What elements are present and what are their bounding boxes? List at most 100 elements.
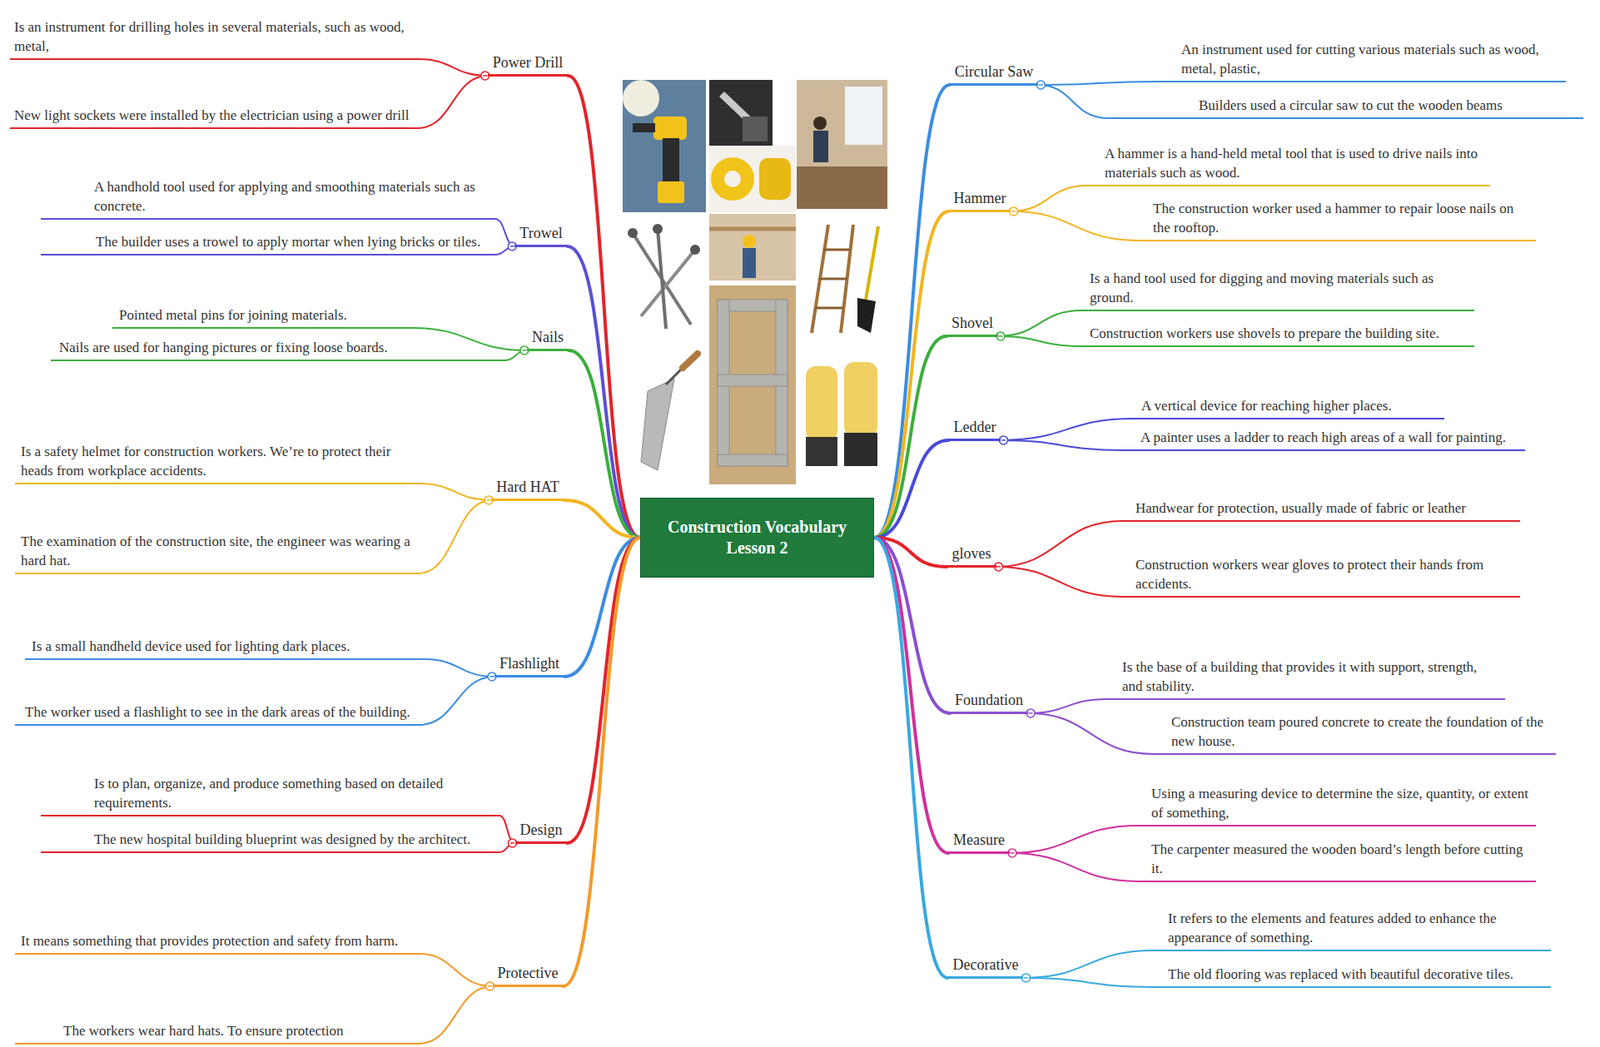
definition-note: It means something that provides protect…: [14, 932, 419, 955]
definition-note: Pointed metal pins for joining materials…: [112, 306, 413, 329]
node-text: A painter uses a ladder to reach high ar…: [1140, 428, 1521, 448]
node-text: Hard HAT: [496, 477, 559, 497]
branch-connector: [418, 500, 492, 574]
branch-connector: [1010, 211, 1138, 241]
foundation-photo: [709, 285, 796, 485]
branch-connector: [1000, 418, 1133, 441]
node-text: Is a hand tool used for digging and movi…: [1089, 269, 1470, 309]
definition-note: Construction workers wear gloves to prot…: [1122, 556, 1521, 598]
node-text: Construction workers use shovels to prep…: [1089, 324, 1470, 344]
node-text: Shovel: [951, 313, 994, 333]
branch-topic: Protective: [492, 963, 564, 988]
node-text: Using a measuring device to determine th…: [1151, 785, 1531, 824]
branch-connector: [996, 566, 1123, 597]
branch-connector: [1009, 853, 1138, 882]
branch-topic: Shovel: [946, 313, 999, 338]
node-text: Is the base of a building that provides …: [1122, 658, 1501, 697]
branch-connector: [1023, 950, 1153, 979]
branch-topic: Trowel: [514, 223, 567, 248]
branch-connector: [1028, 699, 1108, 714]
branch-connector: [567, 537, 641, 844]
definition-note: The examination of the construction site…: [14, 532, 419, 575]
branch-topic: Design: [515, 820, 568, 845]
branch-topic: Power Drill: [487, 53, 569, 77]
ladder-shovel-photo: [796, 213, 888, 343]
node-text: Power Drill: [492, 53, 564, 73]
definition-note: Is a safety helmet for construction work…: [14, 442, 419, 485]
definition-note: A painter uses a ladder to reach high ar…: [1122, 428, 1526, 452]
definition-note: Construction workers use shovels to prep…: [1081, 324, 1475, 348]
node-text: A hammer is a hand-held metal tool that …: [1104, 144, 1486, 184]
node-text: Nails: [531, 327, 564, 348]
branch-connector: [998, 310, 1082, 337]
definition-note: Is a small handheld device used for ligh…: [24, 637, 425, 661]
branch-connector: [424, 659, 495, 677]
branch-topic: Decorative: [948, 955, 1024, 979]
definition-note: A handhold tool used for applying and sm…: [40, 178, 496, 220]
branch-topic: Circular Saw: [949, 62, 1039, 86]
node-text: A vertical device for reaching higher pl…: [1141, 397, 1440, 417]
node-text: Pointed metal pins for joining materials…: [119, 306, 408, 326]
definition-note: The worker used a flashlight to see in t…: [14, 703, 419, 726]
definition-note: Construction team poured concrete to cre…: [1152, 713, 1556, 756]
branch-connector: [568, 350, 641, 538]
node-text: Ledder: [954, 417, 997, 438]
node-text: New light sockets were installed by the …: [14, 106, 413, 126]
node-text: Circular Saw: [954, 62, 1034, 82]
definition-note: Is an instrument for drilling holes in s…: [9, 18, 418, 60]
node-text: Nails are used for hanging pictures or f…: [59, 338, 500, 358]
node-text: Construction workers wear gloves to prot…: [1135, 556, 1516, 595]
branch-connector: [412, 327, 527, 351]
definition-note: The carpenter measured the wooden board’…: [1137, 840, 1536, 883]
branch-topic: Foundation: [949, 690, 1029, 715]
definition-note: An instrument used for cutting various m…: [1157, 40, 1566, 83]
branch-connector: [418, 986, 493, 1044]
tape-photo: [709, 145, 796, 213]
branch-connector: [874, 211, 950, 538]
branch-connector: [418, 954, 493, 987]
branch-connector: [567, 246, 641, 538]
node-text: Foundation: [954, 690, 1024, 711]
node-text: Is to plan, organize, and produce someth…: [94, 775, 495, 814]
node-text: The examination of the construction site…: [20, 532, 414, 572]
branch-connector: [874, 537, 949, 854]
branch-connector: [1023, 978, 1153, 988]
branch-connector: [417, 59, 488, 76]
branch-connector: [1000, 440, 1123, 451]
definition-note: The new hospital building blueprint was …: [40, 830, 500, 854]
node-text: Hammer: [954, 188, 1007, 209]
definition-note: Is to plan, organize, and produce someth…: [40, 775, 500, 817]
branch-topic: gloves: [947, 544, 997, 568]
definition-note: Handwear for protection, usually made of…: [1122, 499, 1521, 522]
drill-bit-photo: [709, 79, 773, 146]
branch-topic: Ledder: [949, 417, 1002, 442]
definition-note: New light sockets were installed by the …: [9, 106, 418, 130]
node-text: It means something that provides protect…: [20, 932, 414, 952]
branch-topic: Flashlight: [494, 654, 565, 678]
branch-connector: [874, 537, 950, 714]
branch-connector: [1038, 84, 1108, 119]
definition-note: Using a measuring device to determine th…: [1137, 785, 1536, 827]
node-text: Flashlight: [499, 654, 560, 674]
definition-note: A hammer is a hand-held metal tool that …: [1086, 144, 1491, 187]
node-text: The worker used a flashlight to see in t…: [24, 703, 414, 723]
power-drill-photo: [622, 79, 706, 213]
node-text: The old flooring was replaced with beaut…: [1167, 965, 1546, 985]
node-text: gloves: [952, 544, 992, 564]
branch-connector: [996, 521, 1123, 567]
branch-connector: [874, 440, 950, 538]
worker-photo: [709, 213, 796, 281]
branch-connector: [418, 483, 492, 501]
node-text: The carpenter measured the wooden board’…: [1151, 840, 1531, 880]
definition-note: A vertical device for reaching higher pl…: [1132, 397, 1445, 420]
node-text: Decorative: [953, 955, 1019, 975]
node-text: The builder uses a trowel to apply morta…: [95, 233, 491, 253]
definition-note: The builder uses a trowel to apply morta…: [40, 233, 496, 256]
node-text: Is a small handheld device used for ligh…: [31, 637, 420, 657]
definition-note: The construction worker used a hammer to…: [1137, 199, 1536, 242]
branch-topic: Hammer: [949, 188, 1012, 213]
definition-note: Nails are used for hanging pictures or f…: [50, 338, 505, 362]
trowel-photo: [622, 347, 706, 480]
node-text: Builders used a circular saw to cut the …: [1198, 96, 1579, 116]
